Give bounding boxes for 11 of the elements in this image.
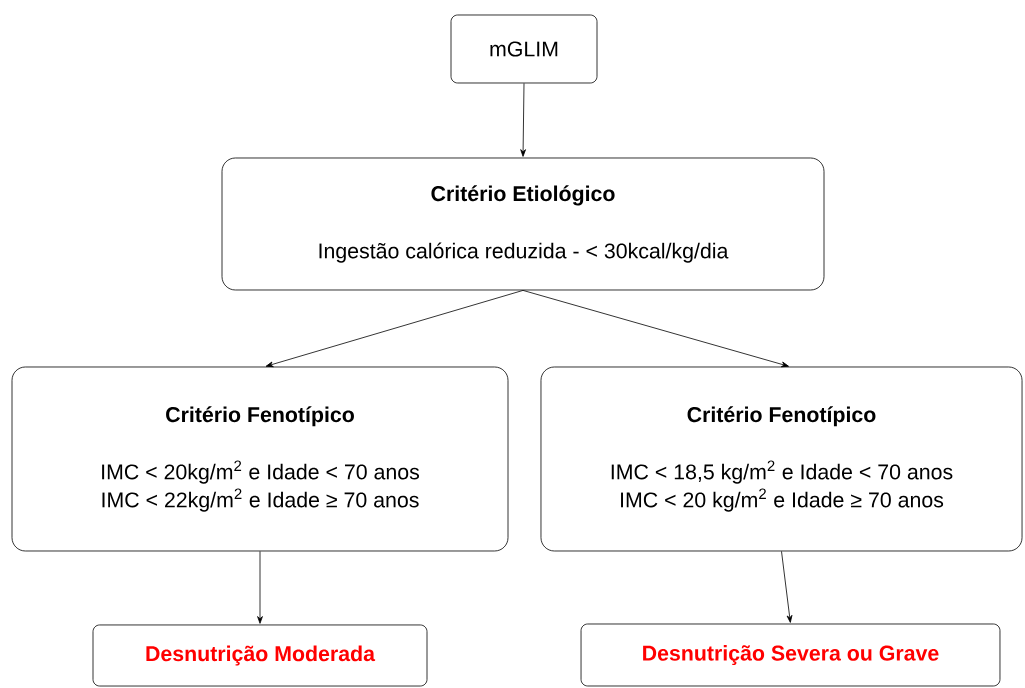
arrow xyxy=(265,290,524,368)
criteria-box: Critério Etiológico Ingestão calórica reduzida - < 30kcal/kg/dia xyxy=(221,157,825,291)
result-box: Desnutrição Moderada xyxy=(92,624,428,687)
arrow xyxy=(781,551,793,623)
arrow xyxy=(522,290,789,368)
arrow xyxy=(520,83,526,157)
criteria-box: Critério Fenotípico IMC < 20kg/m$^{2}$ e Idade < 70 anos IMC < 22kg/m$^{2}$ e Idade ≥ 70 anos xyxy=(11,366,509,552)
arrow xyxy=(257,551,263,624)
result-box: Desnutrição Severa ou Grave xyxy=(580,623,1001,687)
criteria-box: Critério Fenotípico IMC < 18,5 kg/m$^{2}$ e Idade < 70 anos IMC < 20 kg/m$^{2}$ e Idade ≥ 70 anos xyxy=(540,366,1023,552)
start-box: mGLIM xyxy=(450,14,598,84)
